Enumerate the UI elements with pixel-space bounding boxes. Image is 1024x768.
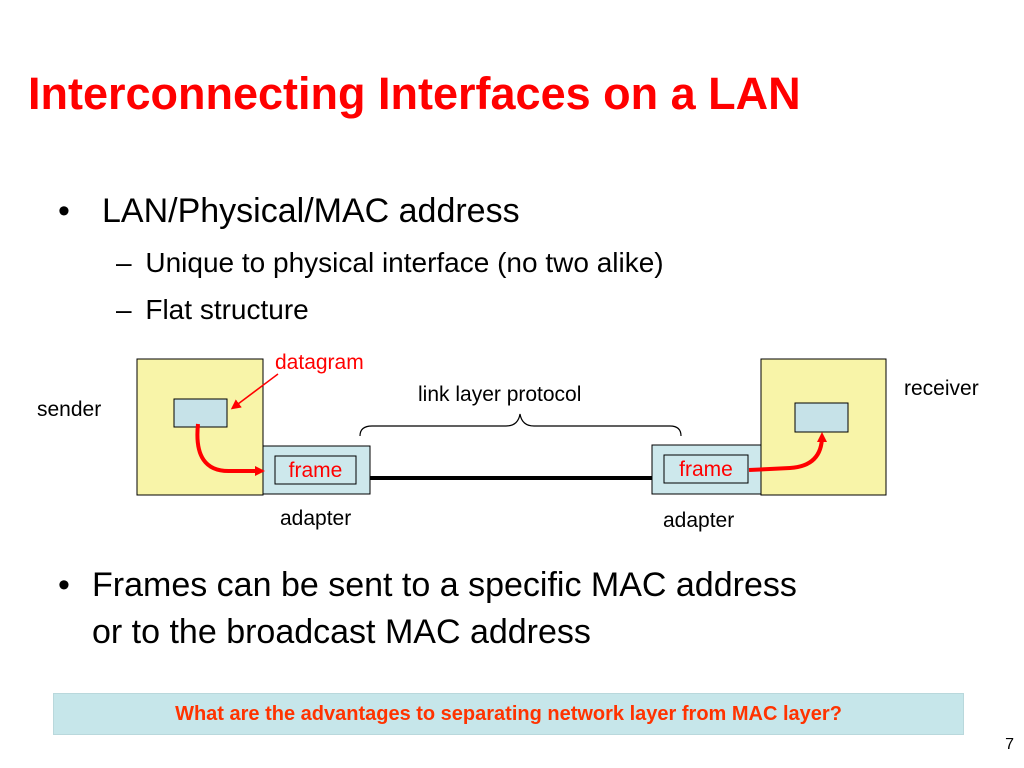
receiver-frame-box <box>663 454 749 484</box>
slide-title: Interconnecting Interfaces on a LAN <box>28 68 801 119</box>
datagram-label: datagram <box>275 351 364 374</box>
bullet-frames: • Frames can be sent to a specific MAC a… <box>58 566 998 656</box>
sub-bullet-text: Flat structure <box>145 294 309 325</box>
sub-bullet-flat: – Flat structure <box>116 294 309 326</box>
sub-bullet-text: Unique to physical interface (no two ali… <box>145 247 664 278</box>
receiver-label: receiver <box>904 377 979 400</box>
sub-bullet-unique: – Unique to physical interface (no two a… <box>116 247 664 279</box>
receiver-frame-label: frame <box>679 458 733 481</box>
bullet-dot: • <box>58 192 70 230</box>
link-layer-brace <box>359 413 682 437</box>
receiver-datagram-box <box>794 402 849 433</box>
sub-bullet-dash: – <box>116 294 132 325</box>
sender-datagram-box <box>173 398 228 428</box>
sender-adapter-label: adapter <box>280 507 352 530</box>
bullet-dot: • <box>58 566 70 604</box>
datagram-pointer-arrow <box>230 373 279 410</box>
bullet-text-line1: Frames can be sent to a specific MAC add… <box>92 566 797 604</box>
lan-diagram-graphic <box>136 358 887 496</box>
page-number: 7 <box>1005 736 1014 753</box>
receiver-adapter-label: adapter <box>663 509 735 532</box>
sender-label: sender <box>37 398 102 421</box>
sub-bullet-dash: – <box>116 247 132 278</box>
receiver-flow-arrow <box>748 432 827 472</box>
bullet-text-line2: or to the broadcast MAC address <box>92 613 591 651</box>
sender-flow-arrow <box>195 423 265 476</box>
lan-diagram: datagram link layer protocol sender rece… <box>0 340 1024 540</box>
sender-frame-label: frame <box>288 459 343 482</box>
question-text: What are the advantages to separating ne… <box>175 702 842 725</box>
link-layer-label: link layer protocol <box>418 383 582 406</box>
question-box: What are the advantages to separating ne… <box>53 693 964 735</box>
sender-frame-box <box>274 455 357 485</box>
bullet-text: LAN/Physical/MAC address <box>102 192 520 230</box>
